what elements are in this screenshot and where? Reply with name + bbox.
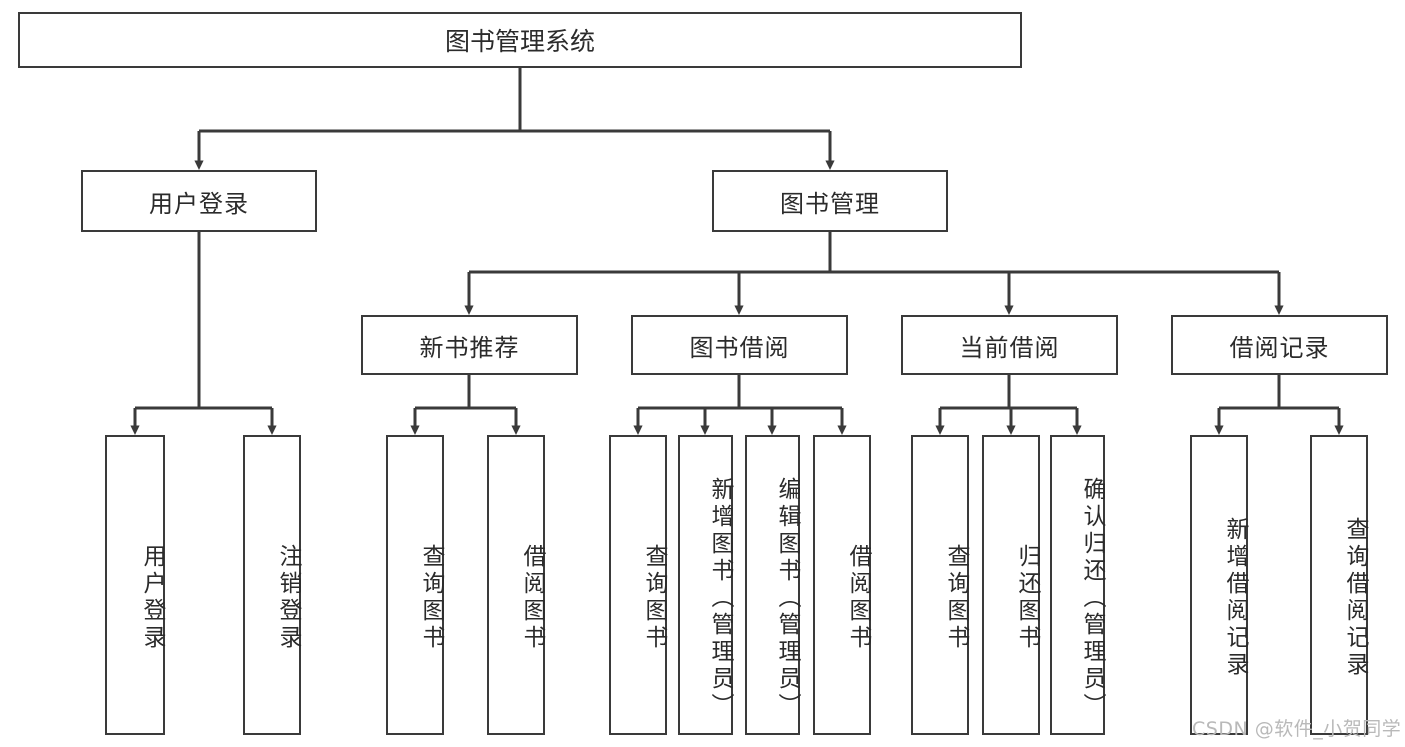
- node-borrow-record-label: 借阅记录: [1229, 333, 1330, 362]
- node-leaf-logout-login-label: 注销登录: [275, 544, 301, 652]
- node-leaf-confirm-return-admin[interactable]: 确认归还（管理员）: [1050, 435, 1105, 735]
- node-leaf-query-borrow-record-label: 查询借阅记录: [1342, 517, 1368, 679]
- node-leaf-query-book-1[interactable]: 查询图书: [386, 435, 444, 735]
- node-leaf-edit-book-admin-label: 编辑图书（管理员）: [774, 476, 800, 720]
- node-book-borrow[interactable]: 图书借阅: [631, 315, 848, 375]
- node-book-management[interactable]: 图书管理: [712, 170, 948, 232]
- node-leaf-return-book[interactable]: 归还图书: [982, 435, 1040, 735]
- node-root-label: 图书管理系统: [444, 27, 595, 56]
- node-leaf-borrow-book-1[interactable]: 借阅图书: [487, 435, 545, 735]
- node-book-borrow-label: 图书借阅: [689, 333, 790, 362]
- node-leaf-borrow-book-2[interactable]: 借阅图书: [813, 435, 871, 735]
- node-leaf-query-book-1-label: 查询图书: [418, 544, 444, 652]
- node-leaf-user-login[interactable]: 用户登录: [105, 435, 165, 735]
- node-leaf-query-book-3-label: 查询图书: [943, 544, 969, 652]
- node-user-login-label: 用户登录: [149, 189, 249, 218]
- node-leaf-add-book-admin-label: 新增图书（管理员）: [707, 476, 733, 720]
- node-new-book-recommend[interactable]: 新书推荐: [361, 315, 578, 375]
- node-new-book-recommend-label: 新书推荐: [419, 333, 520, 362]
- node-leaf-query-book-3[interactable]: 查询图书: [911, 435, 969, 735]
- node-leaf-return-book-label: 归还图书: [1014, 544, 1040, 652]
- node-leaf-add-book-admin[interactable]: 新增图书（管理员）: [678, 435, 733, 735]
- node-leaf-user-login-label: 用户登录: [139, 544, 165, 652]
- node-leaf-borrow-book-2-label: 借阅图书: [845, 544, 871, 652]
- csdn-watermark: CSDN @软件_小贺同学: [1192, 718, 1402, 740]
- node-leaf-query-borrow-record[interactable]: 查询借阅记录: [1310, 435, 1368, 735]
- node-leaf-query-book-2[interactable]: 查询图书: [609, 435, 667, 735]
- node-book-management-label: 图书管理: [780, 189, 880, 218]
- node-leaf-logout-login[interactable]: 注销登录: [243, 435, 301, 735]
- node-leaf-borrow-book-1-label: 借阅图书: [519, 544, 545, 652]
- node-leaf-edit-book-admin[interactable]: 编辑图书（管理员）: [745, 435, 800, 735]
- node-leaf-query-book-2-label: 查询图书: [641, 544, 667, 652]
- node-root[interactable]: 图书管理系统: [18, 12, 1022, 68]
- node-leaf-add-borrow-record[interactable]: 新增借阅记录: [1190, 435, 1248, 735]
- node-leaf-confirm-return-admin-label: 确认归还（管理员）: [1079, 476, 1105, 720]
- node-leaf-add-borrow-record-label: 新增借阅记录: [1222, 517, 1248, 679]
- node-current-borrow[interactable]: 当前借阅: [901, 315, 1118, 375]
- node-borrow-record[interactable]: 借阅记录: [1171, 315, 1388, 375]
- node-user-login[interactable]: 用户登录: [81, 170, 317, 232]
- node-current-borrow-label: 当前借阅: [959, 333, 1060, 362]
